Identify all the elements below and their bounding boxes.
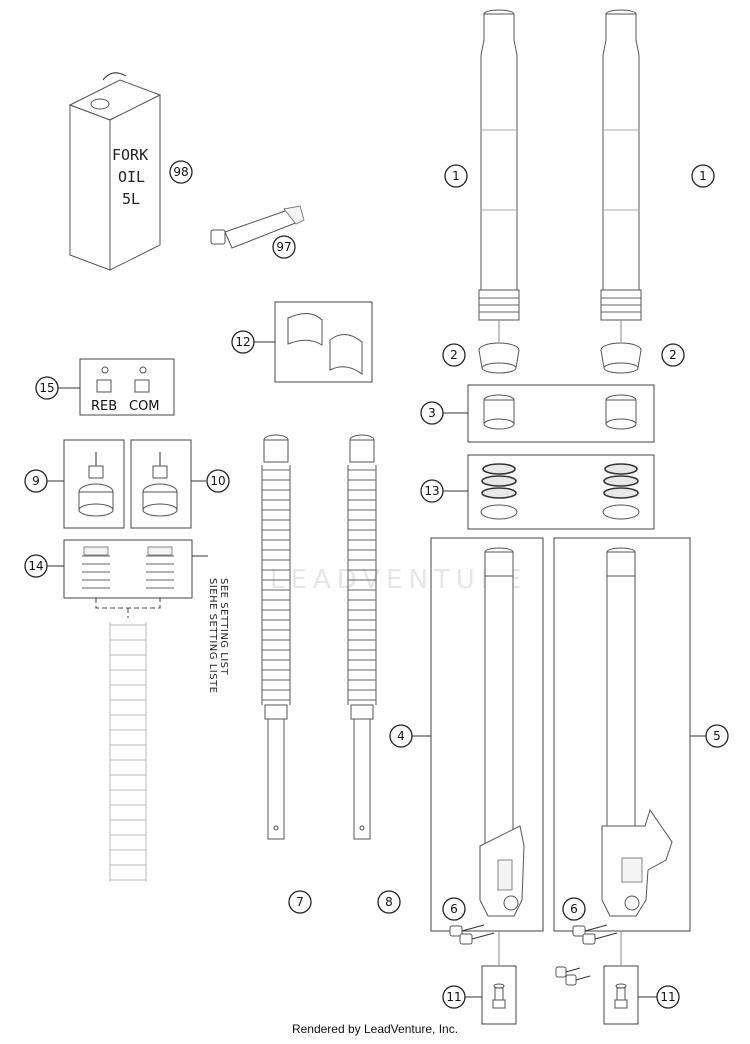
svg-text:2: 2	[669, 348, 677, 362]
group-box-13	[467, 454, 655, 530]
svg-text:13: 13	[424, 484, 439, 498]
adjuster-knobs	[96, 366, 150, 393]
drain-bolt-right	[614, 983, 628, 1009]
loose-bolts	[555, 966, 591, 986]
callout-5: 5	[705, 724, 729, 748]
svg-text:4: 4	[397, 729, 405, 743]
inner-tube-left	[479, 547, 525, 917]
group-box-4	[430, 537, 544, 932]
svg-text:3: 3	[428, 406, 436, 420]
fork-oil-can: FORK OIL 5L	[68, 72, 162, 271]
callout-13: 13	[420, 479, 444, 503]
svg-text:11: 11	[660, 990, 675, 1004]
callout-15: 15	[35, 376, 59, 400]
svg-text:98: 98	[173, 165, 188, 179]
svg-text:6: 6	[570, 902, 578, 916]
svg-text:7: 7	[296, 895, 304, 909]
inner-tube-right	[601, 547, 673, 917]
fork-cap-left	[78, 452, 114, 517]
callout-3: 3	[420, 401, 444, 425]
callout-4: 4	[389, 724, 413, 748]
svg-text:2: 2	[450, 348, 458, 362]
watermark-text: LEADVENTURE	[270, 565, 527, 595]
fork-cap-right	[142, 452, 178, 517]
dust-wiper-right	[600, 342, 642, 374]
callout-8: 8	[377, 890, 401, 914]
cartridge-left	[261, 434, 291, 840]
svg-text:10: 10	[210, 474, 225, 488]
svg-text:12: 12	[235, 335, 250, 349]
group-box-9	[63, 439, 125, 529]
oil-can-text-line2: OIL	[118, 168, 145, 186]
svg-text:5: 5	[713, 729, 721, 743]
group-box-10	[130, 439, 192, 529]
com-label: COM	[129, 399, 160, 414]
cartridge-right	[347, 434, 377, 840]
guide-clips	[287, 313, 363, 375]
main-spring	[109, 622, 147, 882]
callout-1-right: 1	[691, 164, 715, 188]
svg-text:8: 8	[385, 895, 393, 909]
group-box-14	[63, 539, 193, 599]
callout-11-right: 11	[656, 985, 680, 1009]
setting-note-line2: SEE SETTING LIST	[218, 578, 229, 676]
svg-text:97: 97	[276, 240, 291, 254]
oil-can-text-line1: FORK	[112, 146, 148, 164]
seal-right	[605, 394, 637, 430]
drain-bolt-left	[492, 983, 506, 1009]
svg-text:11: 11	[446, 990, 461, 1004]
svg-text:15: 15	[39, 381, 54, 395]
callout-2-right: 2	[661, 343, 685, 367]
callout-14: 14	[24, 554, 48, 578]
clamp-bolts-right	[572, 924, 618, 945]
callout-1-left: 1	[444, 164, 468, 188]
outer-tube-right	[600, 9, 642, 321]
callout-9: 9	[24, 469, 48, 493]
callout-6-right: 6	[562, 897, 586, 921]
clamp-bolts-left	[449, 924, 495, 945]
short-springs	[82, 546, 174, 589]
callout-7: 7	[288, 890, 312, 914]
svg-text:9: 9	[32, 474, 40, 488]
grease-tube	[210, 205, 305, 249]
group-box-15	[79, 358, 175, 416]
setting-note: SIEHE SETTING LISTE SEE SETTING LIST	[207, 578, 229, 694]
oil-can-text-line3: 5L	[122, 190, 140, 208]
bushing-set-left	[480, 463, 518, 520]
setting-note-line1: SIEHE SETTING LISTE	[207, 578, 218, 694]
svg-text:6: 6	[450, 902, 458, 916]
callout-6-left: 6	[442, 897, 466, 921]
svg-text:1: 1	[699, 169, 707, 183]
reb-label: REB	[91, 399, 117, 414]
dust-wiper-left	[478, 342, 520, 374]
callout-2-left: 2	[442, 343, 466, 367]
callout-98: 98	[169, 160, 193, 184]
callout-11-left: 11	[442, 985, 466, 1009]
footer-credit: Rendered by LeadVenture, Inc.	[291, 1022, 459, 1036]
bushing-set-right	[602, 463, 640, 520]
group-box-5	[553, 537, 691, 932]
svg-text:1: 1	[452, 169, 460, 183]
svg-text:14: 14	[28, 559, 43, 573]
seal-left	[483, 394, 515, 430]
outer-tube-left	[478, 9, 520, 321]
callout-10: 10	[206, 469, 230, 493]
callout-97: 97	[272, 235, 296, 259]
callout-12: 12	[231, 330, 255, 354]
